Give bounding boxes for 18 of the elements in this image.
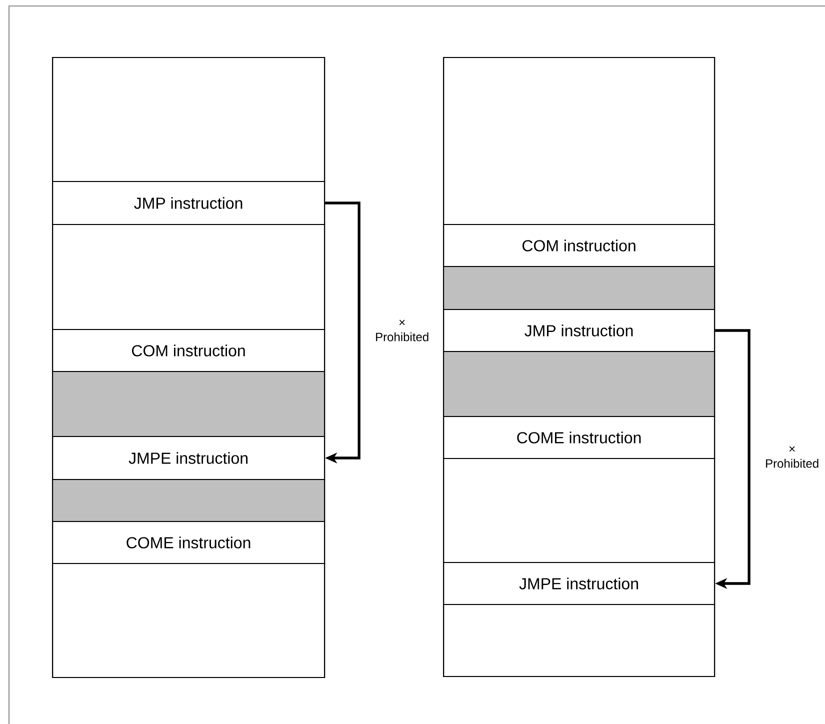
instruction-row: JMP instruction xyxy=(52,181,326,226)
instruction-row: JMPE instruction xyxy=(443,562,716,606)
edge-label: × Prohibited xyxy=(760,444,824,470)
empty-row xyxy=(443,604,716,678)
shaded-row xyxy=(443,266,716,310)
jump-arrow xyxy=(325,202,360,464)
instruction-row: COME instruction xyxy=(443,416,716,460)
empty-row xyxy=(443,56,716,226)
shaded-row xyxy=(443,350,716,418)
shaded-row xyxy=(52,478,326,522)
empty-row xyxy=(443,458,716,564)
shaded-row xyxy=(52,370,326,438)
instruction-row: COME instruction xyxy=(52,520,326,564)
edge-label: × Prohibited xyxy=(370,318,434,343)
jump-arrow xyxy=(715,329,750,590)
empty-row xyxy=(52,224,326,330)
empty-row xyxy=(52,56,326,182)
empty-row xyxy=(52,562,326,678)
